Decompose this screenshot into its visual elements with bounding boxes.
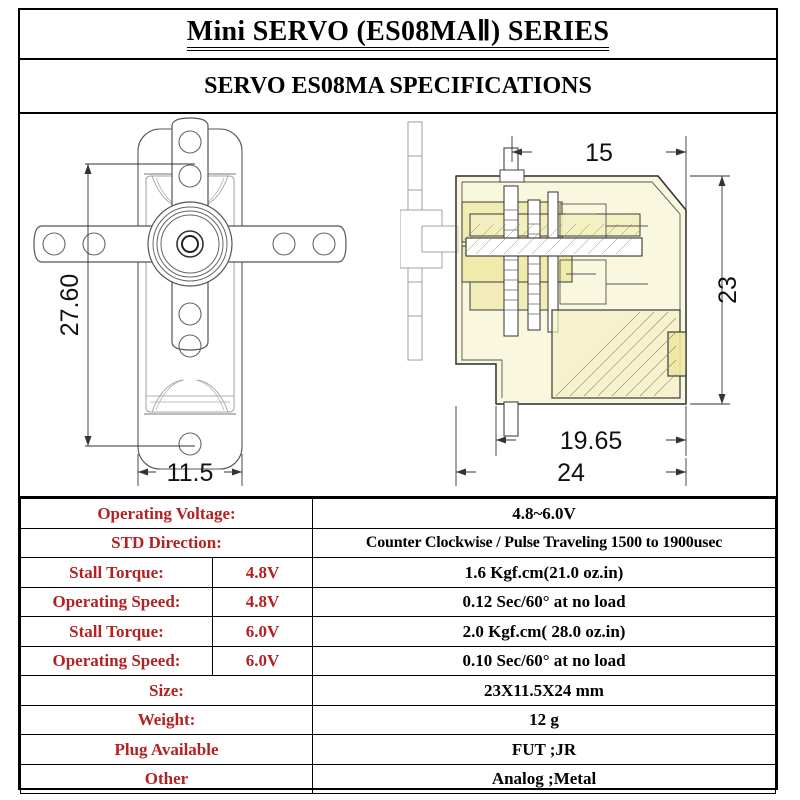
subtitle-row: SERVO ES08MA SPECIFICATIONS: [20, 60, 776, 114]
table-row: Operating Speed: 6.0V 0.10 Sec/60° at no…: [20, 645, 776, 676]
spec-value: 0.12 Sec/60° at no load: [312, 586, 776, 617]
dim-label-11-5: 11.5: [167, 459, 214, 487]
dim-label-24: 24: [557, 459, 585, 487]
spec-value: Analog ;Metal: [312, 763, 776, 794]
dim-label-23: 23: [714, 276, 742, 304]
dim-23: [690, 175, 730, 405]
spec-label: Stall Torque:: [20, 557, 213, 588]
spec-label: Other: [19, 763, 314, 794]
spec-value: FUT ;JR: [312, 734, 776, 765]
spec-label: STD Direction:: [19, 527, 314, 558]
spec-voltage: 4.8V: [211, 557, 314, 588]
spec-label: Stall Torque:: [20, 616, 213, 647]
spec-value: 4.8~6.0V: [312, 498, 776, 529]
spec-label: Size:: [19, 675, 314, 706]
spec-voltage: 6.0V: [211, 616, 314, 647]
spec-label: Operating Speed:: [20, 645, 213, 676]
drawing-area: 27.60 11.5: [20, 114, 776, 498]
servo-cross-section-view: 15 23 19.65: [400, 121, 742, 487]
table-row: Stall Torque: 4.8V 1.6 Kgf.cm(21.0 oz.in…: [20, 557, 776, 588]
table-row: STD Direction: Counter Clockwise / Pulse…: [19, 527, 776, 558]
spec-value: 0.10 Sec/60° at no load: [312, 645, 776, 676]
page-title: Mini SERVO (ES08MAⅡ) SERIES: [186, 16, 610, 52]
page-subtitle: SERVO ES08MA SPECIFICATIONS: [204, 72, 592, 99]
title-row: Mini SERVO (ES08MAⅡ) SERIES: [20, 10, 776, 60]
datasheet-sheet: Mini SERVO (ES08MAⅡ) SERIES SERVO ES08MA…: [18, 8, 778, 794]
spec-value: 2.0 Kgf.cm( 28.0 oz.in): [312, 616, 776, 647]
spec-value: Counter Clockwise / Pulse Traveling 1500…: [312, 527, 776, 558]
table-row: Other Analog ;Metal: [19, 763, 776, 794]
spec-voltage: 6.0V: [211, 645, 314, 676]
spec-value: 23X11.5X24 mm: [312, 675, 776, 706]
table-row: Plug Available FUT ;JR: [19, 734, 776, 765]
table-row: Operating Voltage: 4.8~6.0V: [19, 498, 776, 529]
dim-label-19-65: 19.65: [560, 427, 623, 455]
specifications-table: Operating Voltage: 4.8~6.0V STD Directio…: [19, 498, 776, 794]
table-row: Stall Torque: 6.0V 2.0 Kgf.cm( 28.0 oz.i…: [20, 616, 776, 647]
spec-label: Operating Voltage:: [19, 498, 314, 529]
table-row: Weight: 12 g: [19, 704, 776, 735]
servo-front-view: 27.60 11.5: [33, 117, 347, 487]
spec-value: 1.6 Kgf.cm(21.0 oz.in): [312, 557, 776, 588]
spec-value: 12 g: [312, 704, 776, 735]
spec-voltage: 4.8V: [211, 586, 314, 617]
spec-label: Operating Speed:: [20, 586, 213, 617]
dim-label-15: 15: [585, 139, 613, 167]
table-row: Size: 23X11.5X24 mm: [19, 675, 776, 706]
dim-label-27-60: 27.60: [56, 274, 84, 337]
spec-label: Weight:: [19, 704, 314, 735]
dim-27-60: [85, 163, 195, 447]
spec-label: Plug Available: [19, 734, 314, 765]
table-row: Operating Speed: 4.8V 0.12 Sec/60° at no…: [20, 586, 776, 617]
